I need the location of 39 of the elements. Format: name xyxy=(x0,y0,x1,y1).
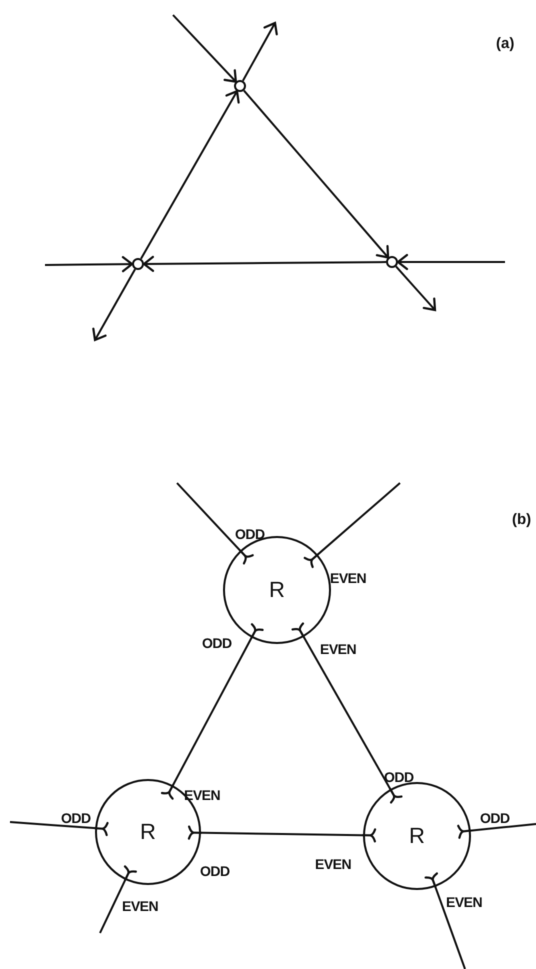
node-label: R xyxy=(140,819,156,845)
arrow xyxy=(44,256,134,272)
panel-label: (b) xyxy=(512,512,532,527)
junction-circle xyxy=(234,80,246,92)
fork-connector xyxy=(291,622,403,804)
arrow xyxy=(172,14,237,83)
fork-connector xyxy=(160,623,264,800)
junction-circle xyxy=(386,256,398,268)
parity-label: ODD xyxy=(200,864,230,878)
arrow xyxy=(142,256,386,272)
arrow xyxy=(140,90,240,260)
parity-label: ODD xyxy=(202,636,232,650)
parity-label: EVEN xyxy=(330,571,366,585)
panel-label: (a) xyxy=(496,36,514,51)
junction-circle xyxy=(132,258,144,270)
parity-label: EVEN xyxy=(446,895,482,909)
node-label: R xyxy=(409,823,425,849)
node-circle xyxy=(363,782,471,890)
arrow xyxy=(243,90,390,259)
node-label: R xyxy=(269,577,285,603)
parity-label: ODD xyxy=(235,527,265,541)
parity-label: EVEN xyxy=(184,788,220,802)
fork-connector xyxy=(10,821,109,836)
fork-connector xyxy=(424,872,466,969)
arrow xyxy=(92,268,136,342)
fork-connector xyxy=(304,482,401,568)
fork-connector xyxy=(188,826,376,842)
fork-connector xyxy=(176,482,254,564)
parity-label: EVEN xyxy=(122,899,158,913)
parity-label: ODD xyxy=(480,811,510,825)
parity-label: ODD xyxy=(61,811,91,825)
parity-label: EVEN xyxy=(320,642,356,656)
arrow xyxy=(396,254,505,270)
arrow xyxy=(395,266,436,312)
fork-connector xyxy=(99,865,137,934)
parity-label: ODD xyxy=(384,770,414,784)
fork-connector xyxy=(457,823,536,839)
arrow xyxy=(242,22,278,82)
parity-label: EVEN xyxy=(315,857,352,871)
